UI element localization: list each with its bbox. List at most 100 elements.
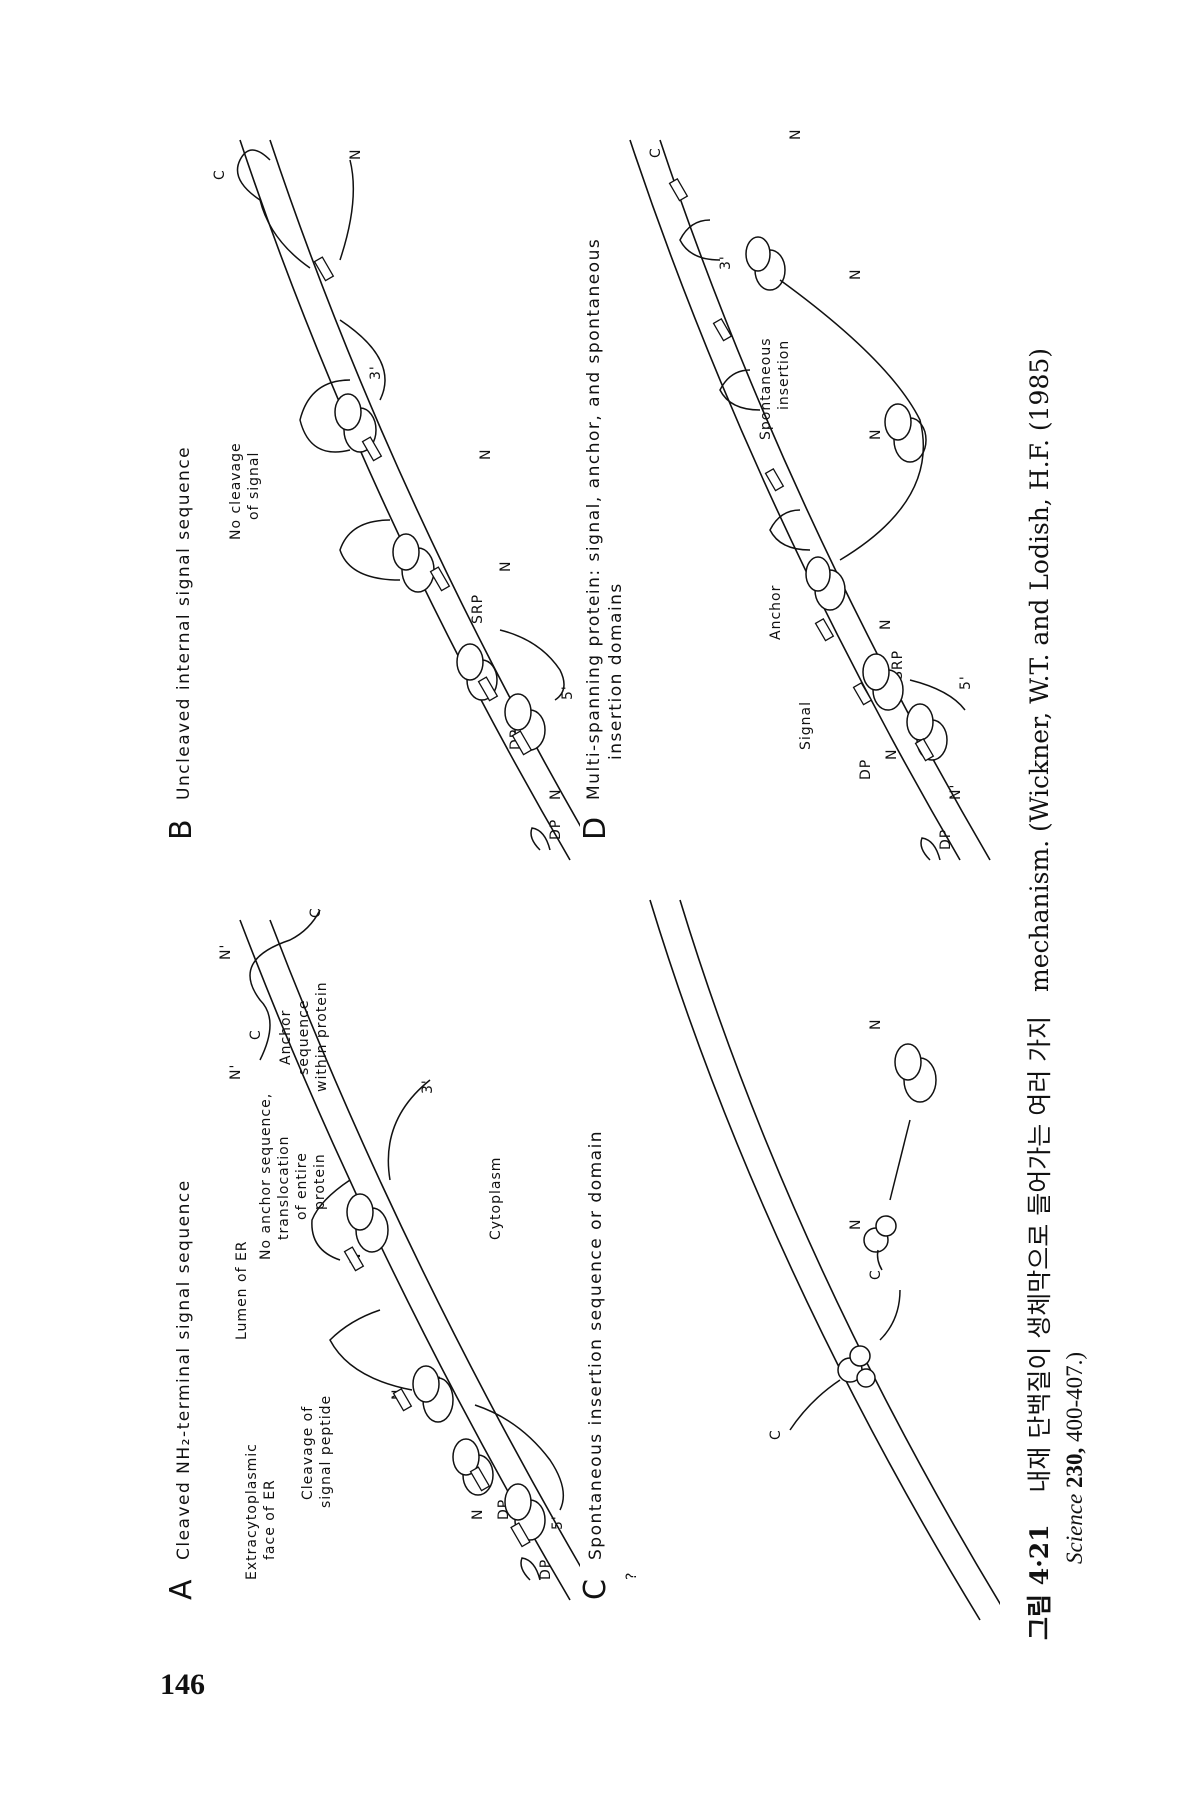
label-insertion: insertion bbox=[776, 340, 792, 410]
rotated-figure: A Cleaved NH₂-terminal signal sequence B… bbox=[160, 120, 1087, 1640]
label-n-c1: N bbox=[848, 1219, 864, 1230]
ribosome-c bbox=[894, 1043, 937, 1103]
c-tail-c bbox=[876, 1249, 883, 1271]
label-n-d5: N bbox=[788, 129, 804, 140]
folded-protein-c1 bbox=[837, 1345, 876, 1388]
label-no-cleavage: No cleavage bbox=[228, 442, 244, 540]
label-dp-b1: DP bbox=[548, 819, 564, 840]
caption-figure-label: 그림 4·21 bbox=[1025, 1524, 1054, 1640]
signal-sequence-d3 bbox=[814, 617, 835, 642]
label-5prime-a: 5' bbox=[550, 1515, 566, 1530]
panel-b-title: Uncleaved internal signal sequence bbox=[174, 445, 194, 800]
label-signal-peptide: signal peptide bbox=[318, 1395, 334, 1508]
signal-sequence-d5 bbox=[712, 317, 733, 342]
label-n-d2: N bbox=[878, 619, 894, 630]
label-5prime-d: 5' bbox=[958, 675, 974, 690]
panel-a-membrane-inner bbox=[269, 919, 580, 1601]
ribosome-d3 bbox=[805, 556, 846, 611]
ribosome-d4 bbox=[884, 403, 927, 463]
signal-sequence-a3 bbox=[392, 1387, 413, 1412]
caption-volume: 230, bbox=[1062, 1447, 1087, 1489]
mrna-b bbox=[339, 319, 386, 401]
label-dp-a1: DP bbox=[538, 1559, 554, 1580]
panel-a-letter: A bbox=[164, 1579, 199, 1600]
panel-c-letter: C bbox=[578, 1579, 613, 1600]
label-no-anchor-4: protein bbox=[312, 1153, 328, 1210]
signal-sequence-b2 bbox=[477, 676, 499, 702]
caption-pages: 400-407.) bbox=[1062, 1351, 1087, 1443]
signal-sequence-a4 bbox=[343, 1246, 365, 1272]
label-c-a1: C bbox=[248, 1029, 264, 1040]
label-n-b4: N bbox=[348, 149, 364, 160]
nascent-chain-a1 bbox=[329, 1309, 413, 1391]
label-lumen-of-er: Lumen of ER bbox=[234, 1240, 250, 1340]
label-n-b1: N bbox=[548, 789, 564, 800]
c-terminal-loop-b bbox=[236, 149, 311, 269]
signal-sequence-d4 bbox=[764, 467, 785, 492]
label-spontaneous: Spontaneous bbox=[758, 338, 774, 441]
srp-cycle-arrow-a bbox=[474, 1404, 565, 1511]
ribosome-a1 bbox=[504, 1483, 546, 1541]
mrna-d bbox=[779, 279, 925, 561]
dp-shape-b bbox=[530, 827, 551, 851]
caption-line-1: 그림 4·21 내재 단백질이 생체막으로 들어가는 여러 가지 mechani… bbox=[1020, 120, 1056, 1640]
label-n-d1: N bbox=[884, 749, 900, 760]
panel-a-title: Cleaved NH₂-terminal signal sequence bbox=[174, 1179, 194, 1560]
signal-sequence-d1 bbox=[914, 737, 935, 762]
anchor-loop-d1 bbox=[769, 509, 811, 551]
ribosome-a4 bbox=[346, 1193, 389, 1253]
panel-a-diagram: Extracytoplasmic face of ER Cleavage of … bbox=[218, 907, 580, 1601]
label-extracytoplasmic: Extracytoplasmic bbox=[244, 1443, 260, 1580]
label-c-a2: C bbox=[308, 907, 324, 918]
label-n-b2: N bbox=[498, 561, 514, 572]
inserted-chain-c bbox=[789, 1379, 841, 1431]
panel-d-membrane-outer bbox=[629, 139, 961, 861]
signal-sequence-a1 bbox=[510, 1522, 531, 1548]
label-n-prime-a2: N' bbox=[228, 1064, 244, 1080]
label-sequence: sequence bbox=[296, 1000, 312, 1075]
label-signal: Signal bbox=[798, 701, 814, 750]
panel-c-membrane-inner bbox=[679, 899, 1000, 1621]
signal-sequence-b1 bbox=[511, 730, 533, 756]
anchor-loop-d3 bbox=[679, 219, 721, 261]
label-no-anchor-3: of entire bbox=[294, 1152, 310, 1220]
label-face-of-er: face of ER bbox=[262, 1479, 278, 1560]
label-dp-d2: DP bbox=[858, 759, 874, 780]
label-n-prime-d: N' bbox=[948, 784, 964, 800]
label-n-a1: N bbox=[470, 1509, 486, 1520]
label-n-d3: N bbox=[868, 429, 884, 440]
arrow-to-folded-c bbox=[889, 1119, 911, 1201]
arrow-to-membrane-c bbox=[879, 1289, 901, 1341]
panel-c-membrane-outer bbox=[649, 899, 981, 1621]
nascent-chain-b2 bbox=[299, 379, 351, 453]
ribosome-d5 bbox=[745, 236, 786, 291]
panel-b-membrane-outer bbox=[239, 139, 571, 861]
label-no-anchor-2: translocation bbox=[276, 1135, 292, 1240]
label-anchor: Anchor bbox=[278, 1010, 294, 1065]
label-question: ? bbox=[624, 1572, 640, 1580]
signal-sequence-b5 bbox=[313, 256, 335, 282]
signal-sequence-b3 bbox=[429, 566, 451, 592]
label-3prime-d: 3' bbox=[718, 255, 734, 270]
ribosome-d2 bbox=[862, 653, 904, 711]
srp-cycle-arrow-b bbox=[499, 629, 565, 701]
label-dp-d1: DP bbox=[938, 829, 954, 850]
label-n-c2: N bbox=[868, 1019, 884, 1030]
signal-sequence-d2 bbox=[852, 681, 873, 706]
nascent-chain-b1 bbox=[339, 519, 401, 581]
n-terminal-tail-b bbox=[339, 159, 355, 261]
anchored-chain-a bbox=[249, 909, 321, 1061]
label-of-signal: of signal bbox=[246, 452, 262, 520]
panel-c-diagram: ? C C N N bbox=[624, 899, 1000, 1621]
label-no-anchor-1: No anchor sequence, bbox=[258, 1093, 274, 1260]
folded-protein-c2 bbox=[863, 1215, 897, 1253]
label-srp-b: SRP bbox=[470, 594, 486, 624]
label-c-c2: C bbox=[868, 1269, 884, 1280]
dp-shape-a bbox=[520, 1557, 541, 1581]
ribosome-b3 bbox=[392, 533, 435, 593]
caption-journal: Science bbox=[1062, 1493, 1087, 1564]
panel-b-letter: B bbox=[164, 819, 199, 840]
caption-korean: 내재 단백질이 생체막으로 들어가는 여러 가지 bbox=[1025, 1015, 1054, 1493]
label-n-b3: N bbox=[478, 449, 494, 460]
